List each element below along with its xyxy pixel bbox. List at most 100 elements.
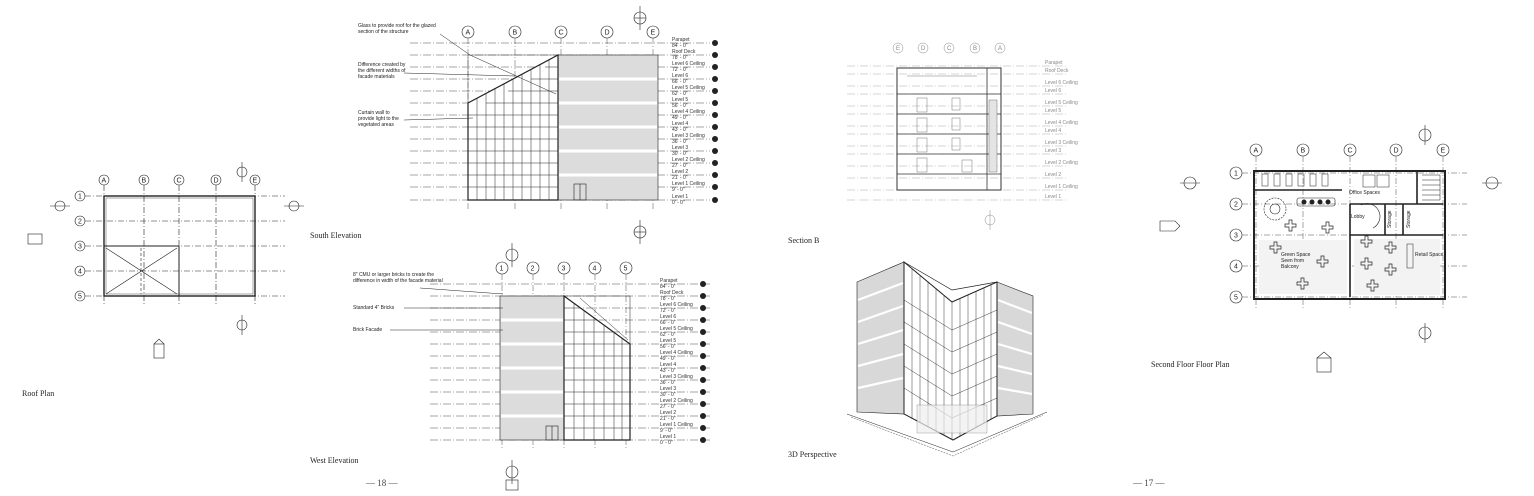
svg-text:2: 2	[1234, 202, 1238, 209]
west-note-brick-facade: Brick Facade	[353, 327, 383, 333]
right-page-drawings: Parapet Roof Deck Level 6 Ceiling Level …	[846, 42, 1502, 457]
second-floor-room-labels: Office Spaces Lobby Storage Storage Reta…	[1349, 190, 1444, 258]
svg-text:3: 3	[562, 266, 566, 273]
caption-south-elevation: South Elevation	[310, 231, 362, 240]
svg-text:30' - 0": 30' - 0"	[660, 392, 676, 398]
svg-text:E: E	[253, 178, 258, 185]
svg-text:84' - 0": 84' - 0"	[672, 43, 688, 49]
south-note-curtain-wall: Curtain wall to provide light to the veg…	[358, 110, 399, 128]
svg-text:A: A	[466, 30, 471, 37]
svg-text:Level 1 Ceiling: Level 1 Ceiling	[660, 422, 693, 428]
svg-text:E: E	[651, 30, 656, 37]
svg-text:27' - 0": 27' - 0"	[672, 163, 688, 169]
caption-3d-perspective: 3D Perspective	[788, 450, 837, 459]
svg-text:Level 1: Level 1	[672, 194, 688, 200]
svg-text:1: 1	[500, 266, 504, 273]
svg-text:Level 6: Level 6	[1045, 88, 1061, 94]
left-page-drawings: A B C D E 1 2 3 4 5	[27, 6, 718, 491]
svg-text:A: A	[1254, 148, 1259, 155]
svg-text:Level 3: Level 3	[672, 145, 688, 151]
svg-text:Parapet: Parapet	[660, 278, 678, 284]
caption-roof-plan: Roof Plan	[22, 389, 55, 398]
svg-text:56' - 0": 56' - 0"	[660, 344, 676, 350]
south-note-glass-roof: Glass to provide roof for the glazed sec…	[358, 23, 436, 35]
svg-text:2: 2	[531, 266, 535, 273]
svg-text:D: D	[921, 46, 926, 52]
room-green-space: Green Space Seen from Balcony	[1281, 252, 1311, 270]
svg-text:5: 5	[1234, 295, 1238, 302]
svg-text:Level 3 Ceiling: Level 3 Ceiling	[660, 374, 693, 380]
svg-text:C: C	[559, 30, 564, 37]
right-page-number: — 17 —	[1133, 478, 1165, 488]
svg-text:Level 2: Level 2	[1045, 172, 1061, 178]
section-b	[847, 42, 1067, 230]
svg-text:B: B	[142, 178, 147, 185]
svg-text:56' - 0": 56' - 0"	[672, 103, 688, 109]
svg-text:B: B	[973, 46, 977, 52]
second-floor-bubbles: A B C D E 1 2 3 4 5	[1234, 148, 1446, 302]
svg-text:72' - 0": 72' - 0"	[660, 308, 676, 314]
svg-text:0' - 0": 0' - 0"	[660, 440, 673, 446]
svg-text:Level 5: Level 5	[1045, 108, 1061, 114]
svg-text:49' - 0": 49' - 0"	[660, 356, 676, 362]
room-storage-1: Storage	[1387, 210, 1393, 228]
right-page-number-value: 17	[1144, 478, 1154, 488]
svg-text:84' - 0": 84' - 0"	[660, 284, 676, 290]
svg-text:4: 4	[593, 266, 597, 273]
svg-text:3: 3	[1234, 233, 1238, 240]
svg-text:5: 5	[624, 266, 628, 273]
svg-text:D: D	[605, 30, 610, 37]
svg-text:Level 6: Level 6	[672, 73, 688, 79]
svg-text:Level 4 Ceiling: Level 4 Ceiling	[672, 109, 705, 115]
svg-text:Roof Deck: Roof Deck	[672, 49, 696, 55]
perspective-3d	[846, 260, 1048, 457]
south-note-facade-widths: Difference created by the different widt…	[358, 62, 406, 80]
room-lobby: Lobby	[1351, 214, 1365, 220]
svg-text:30' - 0": 30' - 0"	[672, 151, 688, 157]
svg-text:0' - 0": 0' - 0"	[672, 200, 685, 206]
room-office-spaces: Office Spaces	[1349, 190, 1381, 196]
svg-text:Level 3: Level 3	[1045, 148, 1061, 154]
svg-text:9' - 0": 9' - 0"	[660, 428, 673, 434]
south-elevation-bubbles: A B C D E	[466, 30, 656, 37]
svg-text:Level 3: Level 3	[660, 386, 676, 392]
svg-text:66' - 0": 66' - 0"	[660, 320, 676, 326]
svg-text:E: E	[1441, 148, 1446, 155]
caption-section-b: Section B	[788, 236, 820, 245]
svg-text:Level 3 Ceiling: Level 3 Ceiling	[672, 133, 705, 139]
svg-text:Level 2: Level 2	[672, 169, 688, 175]
svg-text:Roof Deck: Roof Deck	[1045, 68, 1069, 74]
left-page: A B C D E 1 2 3 4 5	[22, 6, 718, 491]
svg-text:Level 4: Level 4	[660, 362, 676, 368]
room-retail-space: Retail Space	[1415, 252, 1444, 258]
svg-text:62' - 0": 62' - 0"	[660, 332, 676, 338]
svg-text:A: A	[998, 46, 1002, 52]
svg-text:36' - 0": 36' - 0"	[672, 139, 688, 145]
section-b-bubbles: E D C B A	[896, 46, 1002, 52]
svg-text:Level 4: Level 4	[672, 121, 688, 127]
svg-text:78' - 0": 78' - 0"	[660, 296, 676, 302]
left-page-number-value: 18	[377, 478, 387, 488]
room-storage-2: Storage	[1406, 210, 1412, 228]
svg-text:A: A	[102, 178, 107, 185]
svg-text:72' - 0": 72' - 0"	[672, 67, 688, 73]
svg-text:62' - 0": 62' - 0"	[672, 91, 688, 97]
section-b-level-tags: Parapet Roof Deck Level 6 Ceiling Level …	[1045, 60, 1078, 200]
svg-text:43' - 0": 43' - 0"	[660, 368, 676, 374]
svg-text:C: C	[1348, 148, 1353, 155]
svg-text:Level 2 Ceiling: Level 2 Ceiling	[672, 157, 705, 163]
svg-text:B: B	[513, 30, 518, 37]
svg-text:21' - 0": 21' - 0"	[672, 175, 688, 181]
roof-plan	[27, 162, 304, 359]
svg-text:D: D	[1394, 148, 1399, 155]
left-page-number: — 18 —	[366, 478, 398, 488]
svg-text:Level 2 Ceiling: Level 2 Ceiling	[1045, 160, 1078, 166]
svg-text:Parapet: Parapet	[1045, 60, 1063, 66]
svg-text:Level 2 Ceiling: Level 2 Ceiling	[660, 398, 693, 404]
caption-west-elevation: West Elevation	[310, 456, 359, 465]
svg-text:9' - 0": 9' - 0"	[672, 187, 685, 193]
svg-text:Level 2: Level 2	[660, 410, 676, 416]
west-elevation	[390, 243, 710, 491]
